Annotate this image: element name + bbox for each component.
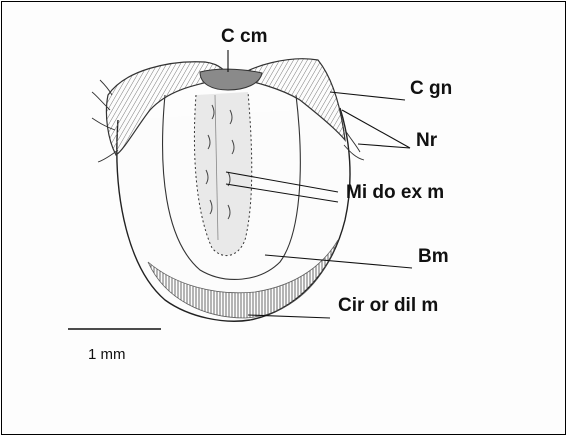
label-c-gn: C gn xyxy=(410,79,452,98)
label-nr: Nr xyxy=(416,131,437,150)
cibarial-commissure xyxy=(200,69,262,90)
label-mi-do-ex-m: Mi do ex m xyxy=(346,183,444,202)
label-cir-or-dil-m: Cir or dil m xyxy=(338,296,438,315)
scale-bar-label: 1 mm xyxy=(88,347,126,362)
label-bm: Bm xyxy=(418,247,449,266)
label-c-cm: C cm xyxy=(221,27,267,46)
